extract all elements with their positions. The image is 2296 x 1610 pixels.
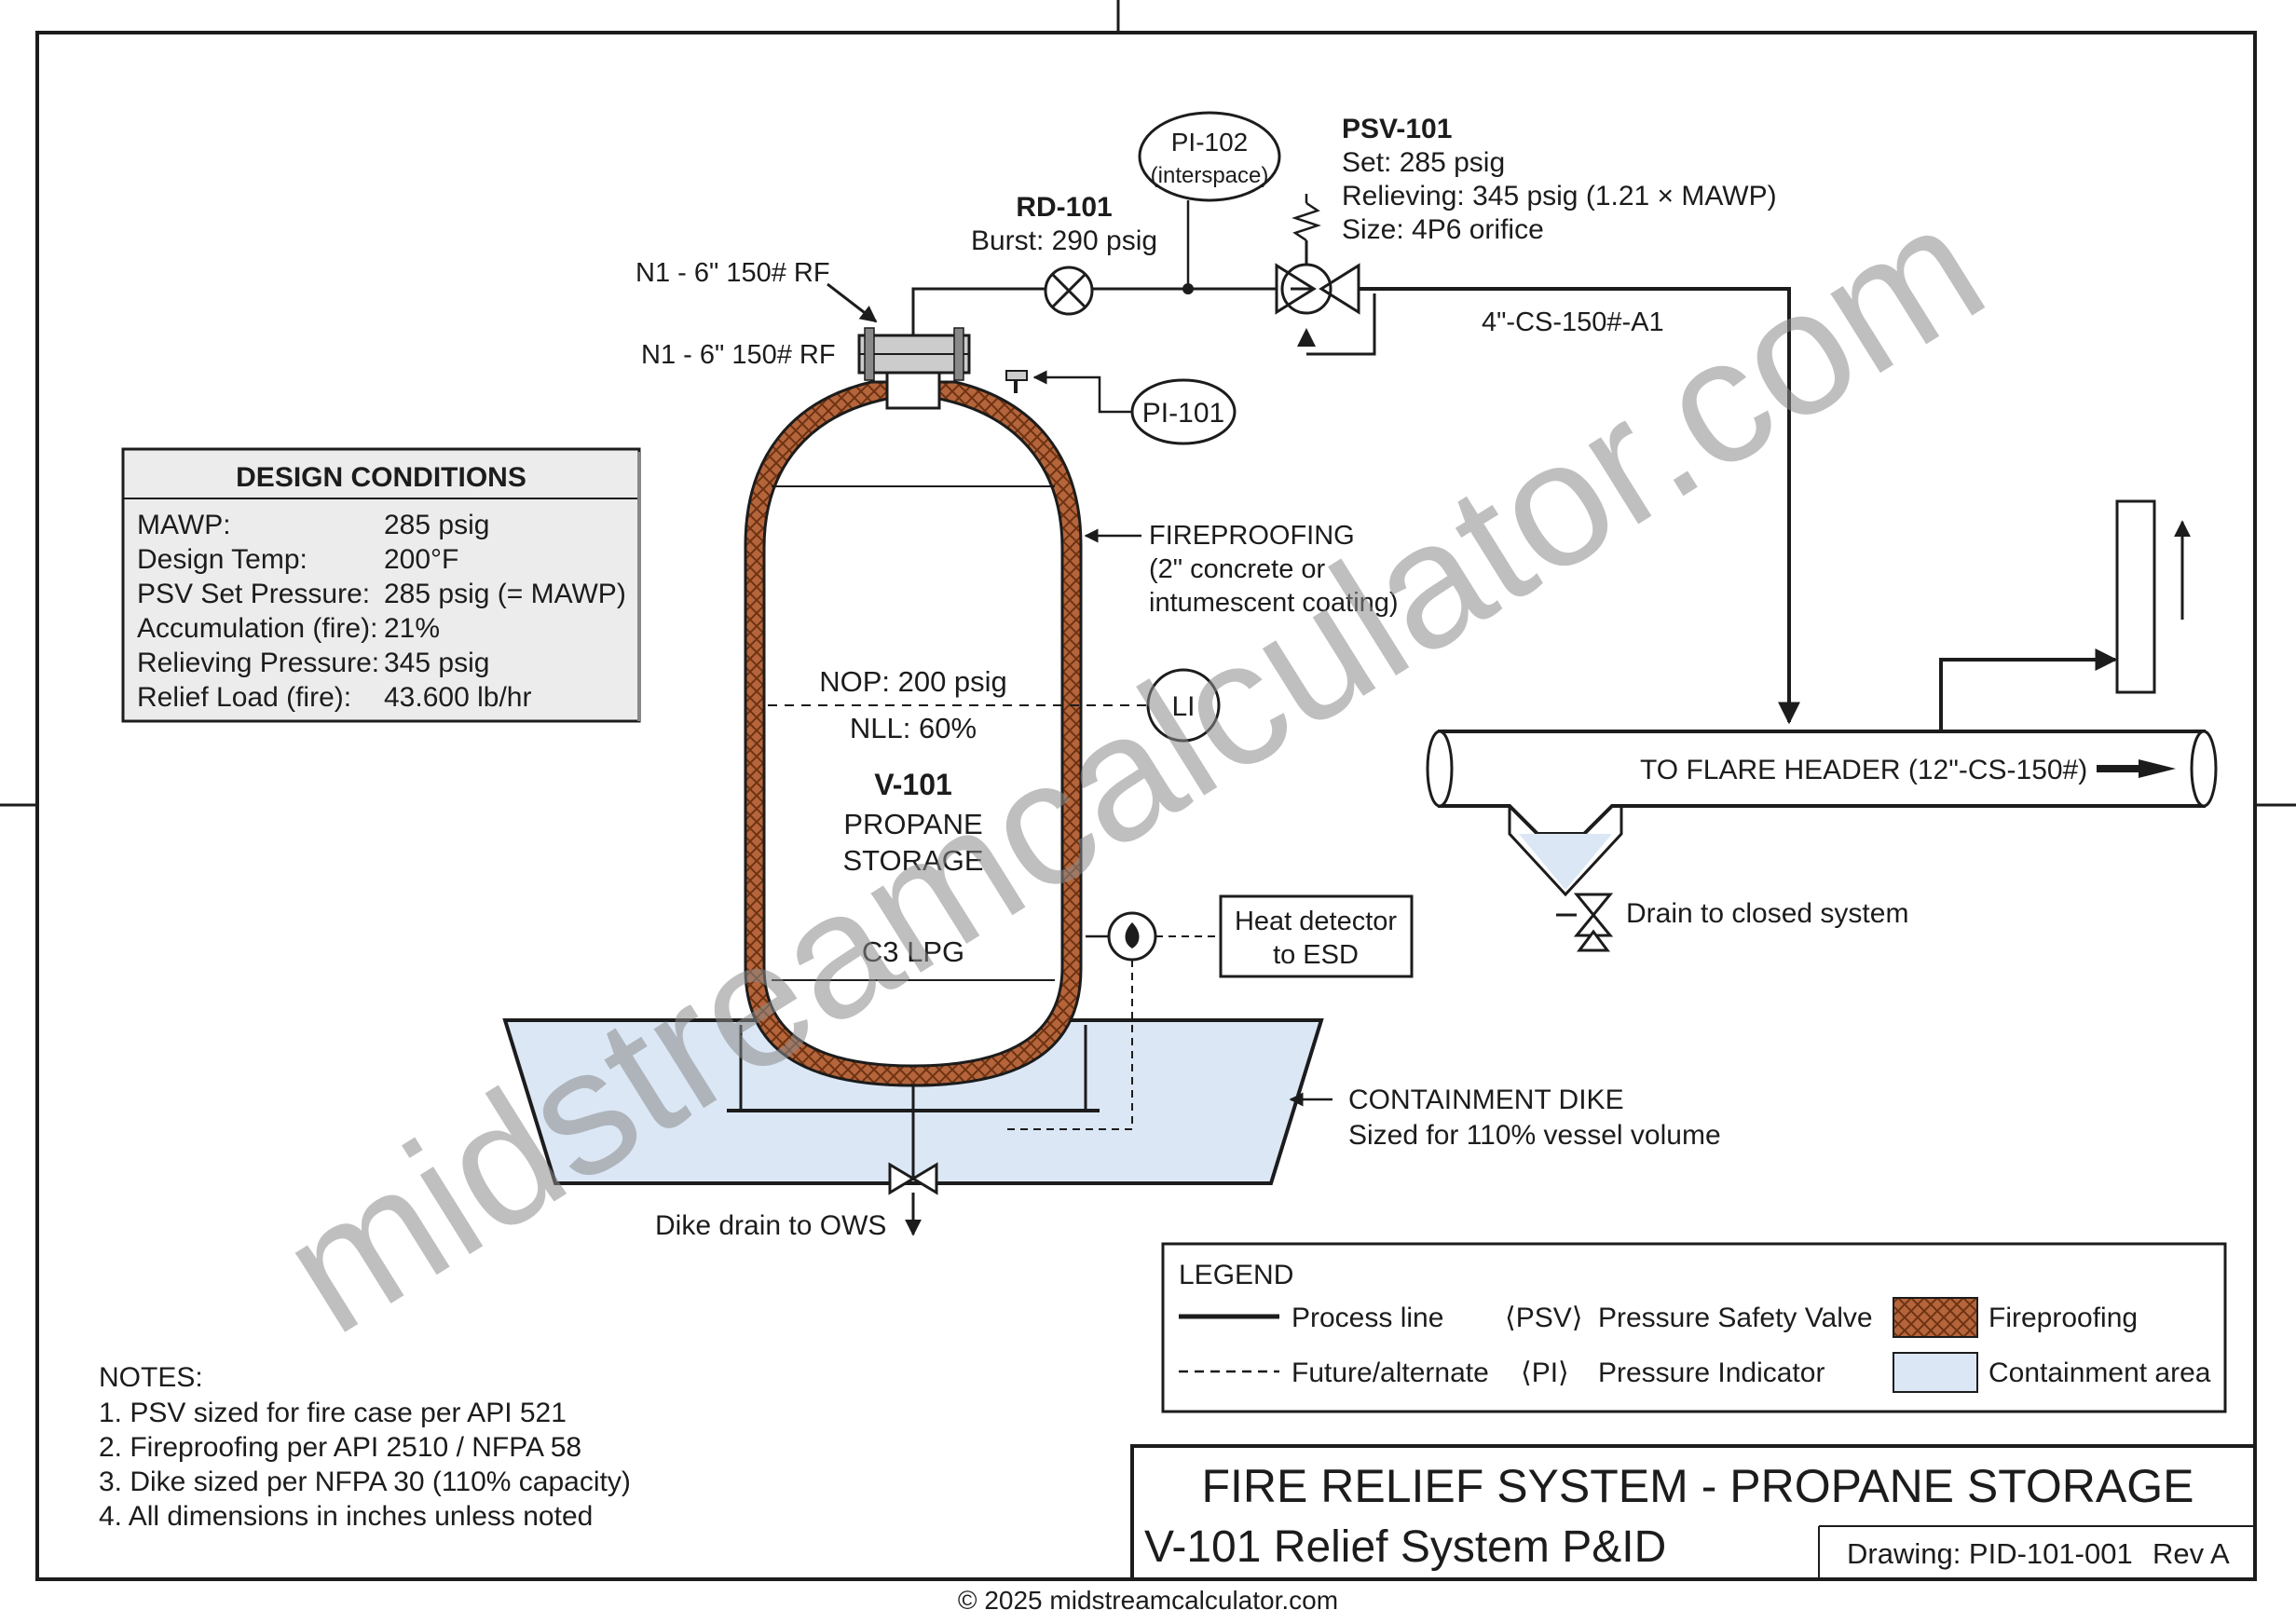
dc-value-relieving: 345 psig	[384, 648, 489, 678]
legend-fire: Fireproofing	[1988, 1303, 2138, 1333]
title-block: FIRE RELIEF SYSTEM - PROPANE STORAGE V-1…	[1130, 1444, 2257, 1581]
pi101-tag: PI-101	[1142, 398, 1224, 429]
legend-fire-swatch	[1893, 1297, 1978, 1338]
li-tag: LI	[1171, 691, 1195, 722]
flow-arrow-icon	[2139, 759, 2176, 778]
flare-header-label: TO FLARE HEADER (12"-CS-150#)	[1640, 755, 2087, 785]
copyright: © 2025 midstreamcalculator.com	[958, 1586, 1338, 1610]
flare-drain-boot	[1508, 806, 1623, 897]
note-1: 1. PSV sized for fire case per API 521	[99, 1398, 567, 1428]
li-instrument: LI	[1146, 668, 1221, 743]
note-2: 2. Fireproofing per API 2510 / NFPA 58	[99, 1432, 581, 1463]
legend-title: LEGEND	[1179, 1260, 1293, 1290]
fireproofing-label-1: FIREPROOFING	[1149, 521, 1355, 551]
legend-future: Future/alternate	[1292, 1358, 1489, 1388]
flare-stack-line	[1939, 648, 2118, 731]
dike-drain-label: Dike drain to OWS	[655, 1210, 886, 1241]
psv101-relieving: Relieving: 345 psig (1.21 × MAWP)	[1342, 181, 1777, 211]
heat-detector-label-1: Heat detector	[1235, 907, 1397, 936]
dike-label-1: CONTAINMENT DIKE	[1348, 1085, 1624, 1115]
pi101-instrument: PI-101	[1130, 378, 1237, 445]
psv101-valve	[1275, 194, 1376, 356]
fireproofing-label-3: intumescent coating)	[1149, 588, 1399, 618]
legend-pi-symbol: ⟨PI⟩	[1521, 1358, 1569, 1388]
nozzle-label-lower: N1 - 6" 150# RF	[641, 340, 836, 370]
design-conditions-box: DESIGN CONDITIONS MAWP: 285 psig Design …	[121, 447, 641, 723]
relief-inlet-line	[911, 287, 1277, 335]
notes-block: NOTES: 1. PSV sized for fire case per AP…	[99, 1362, 631, 1532]
heat-detector-label-2: to ESD	[1273, 940, 1359, 970]
pi101-leader	[1032, 370, 1132, 414]
pi102-instrument: PI-102 (interspace)	[1138, 111, 1281, 202]
esd-box	[1219, 894, 1414, 978]
notes-title: NOTES:	[99, 1362, 203, 1393]
dc-label-relief-load: Relief Load (fire):	[137, 682, 351, 713]
pi101-cap	[1005, 370, 1028, 381]
vessel-content: C3 LPG	[862, 935, 964, 968]
rd101-tag: RD-101	[1016, 192, 1112, 223]
vessel-tag: V-101	[874, 768, 952, 801]
dc-value-design-temp: 200°F	[384, 544, 458, 575]
dc-label-psv-set: PSV Set Pressure:	[137, 579, 370, 609]
drawing-title: FIRE RELIEF SYSTEM - PROPANE STORAGE	[1201, 1460, 2194, 1512]
outlet-line-label: 4"-CS-150#-A1	[1482, 307, 1664, 337]
flame-icon	[1125, 922, 1140, 948]
design-conditions-title: DESIGN CONDITIONS	[236, 462, 526, 493]
dc-label-accumulation: Accumulation (fire):	[137, 613, 377, 644]
psv101-tag: PSV-101	[1342, 114, 1452, 144]
dc-value-accumulation: 21%	[384, 613, 440, 644]
dc-label-relieving: Relieving Pressure:	[137, 648, 379, 678]
flare-header-pipe: TO FLARE HEADER (12"-CS-150#)	[1426, 730, 2218, 897]
psv101-size: Size: 4P6 orifice	[1342, 214, 1544, 245]
nozzle-neck	[885, 369, 941, 410]
pi102-tap-point	[1182, 283, 1194, 294]
heat-detector-signal	[1004, 960, 1133, 1130]
note-4: 4. All dimensions in inches unless noted	[99, 1501, 593, 1532]
nozzle-leader	[827, 282, 878, 323]
vessel-service-line2: STORAGE	[842, 844, 983, 877]
pi102-sub: (interspace)	[1151, 163, 1269, 188]
pi102-tag: PI-102	[1171, 128, 1249, 157]
psv-spring	[1292, 201, 1321, 242]
psv-pilot-loop	[1306, 293, 1376, 356]
legend-contain: Containment area	[1988, 1358, 2211, 1388]
legend-contain-swatch	[1893, 1352, 1978, 1393]
dc-value-psv-set: 285 psig (= MAWP)	[384, 579, 626, 609]
legend-pi: Pressure Indicator	[1598, 1358, 1824, 1388]
flare-stack	[2115, 499, 2156, 694]
dc-label-mawp: MAWP:	[137, 510, 231, 540]
note-3: 3. Dike sized per NFPA 30 (110% capacity…	[99, 1467, 631, 1497]
legend-process: Process line	[1292, 1303, 1443, 1333]
dc-value-mawp: 285 psig	[384, 510, 489, 540]
legend-psv-symbol: ⟨PSV⟩	[1505, 1303, 1582, 1333]
vessel-service-line1: PROPANE	[843, 808, 982, 840]
dike-drain-valve	[888, 1160, 938, 1236]
rupture-disc-rd101	[1044, 266, 1094, 316]
drawing-number: Drawing: PID-101-001	[1847, 1537, 2133, 1570]
psv101-set: Set: 285 psig	[1342, 147, 1505, 178]
drawing-subtitle: V-101 Relief System P&ID	[1144, 1522, 1666, 1572]
dc-value-relief-load: 43.600 lb/hr	[384, 682, 531, 713]
psv-outlet-line	[1359, 287, 1800, 725]
nll-label: NLL: 60%	[850, 712, 977, 744]
drawing-revision: Rev A	[2152, 1537, 2230, 1570]
vessel-v101: NOP: 200 psig NLL: 60% V-101 PROPANE STO…	[727, 369, 1148, 1112]
flare-drain-valve	[1556, 893, 1614, 952]
nozzle-label-upper: N1 - 6" 150# RF	[636, 258, 830, 288]
fireproofing-label-2: (2" concrete or	[1149, 554, 1326, 584]
legend-psv: Pressure Safety Valve	[1598, 1303, 1873, 1333]
flare-drain-label: Drain to closed system	[1626, 898, 1908, 929]
rd101-burst: Burst: 290 psig	[971, 225, 1157, 256]
nop-label: NOP: 200 psig	[819, 665, 1007, 698]
flare-boot-liquid	[1519, 834, 1612, 890]
legend-box: LEGEND Process line Future/alternate ⟨PS…	[1161, 1242, 2227, 1413]
dike-label-2: Sized for 110% vessel volume	[1348, 1120, 1721, 1151]
nozzle-flange-n1	[857, 327, 971, 381]
psv-pilot-arrow	[1297, 328, 1316, 347]
dc-label-design-temp: Design Temp:	[137, 544, 308, 575]
heat-detector: Heat detector to ESD	[1004, 894, 1414, 1130]
